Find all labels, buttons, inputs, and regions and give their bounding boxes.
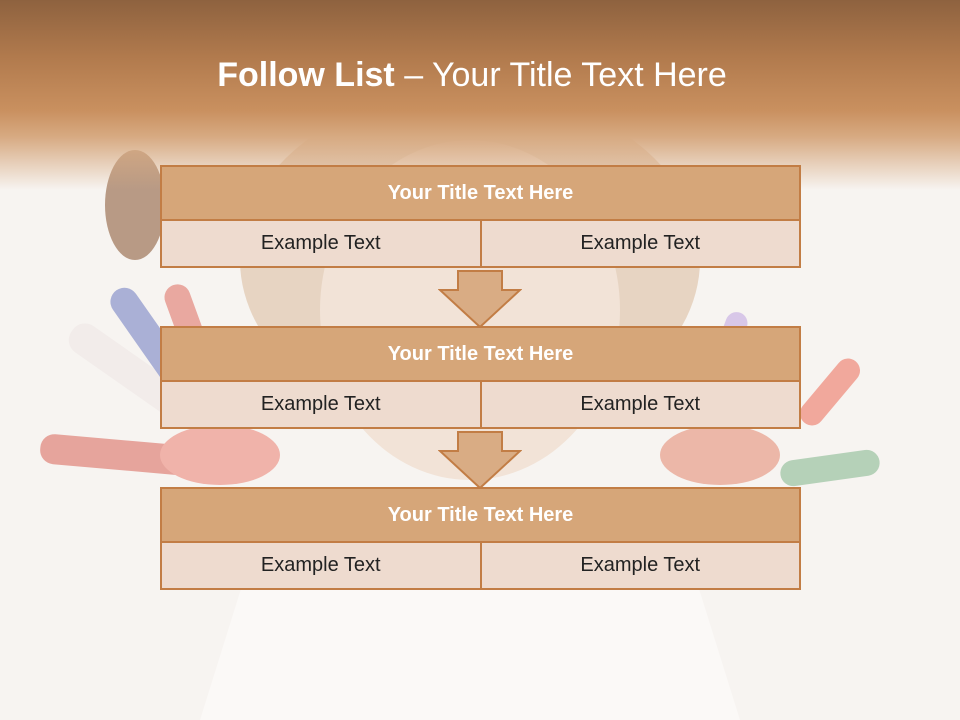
block-cell-left: Example Text [160,541,482,590]
list-block-2: Your Title Text Here Example Text Exampl… [160,326,801,429]
block-title: Your Title Text Here [160,326,801,382]
down-arrow-icon [438,431,522,489]
block-row: Example Text Example Text [160,541,801,590]
block-title: Your Title Text Here [160,165,801,221]
block-cell-right: Example Text [479,219,801,268]
list-block-1: Your Title Text Here Example Text Exampl… [160,165,801,268]
down-arrow-icon [438,270,522,328]
list-block-3: Your Title Text Here Example Text Exampl… [160,487,801,590]
block-cell-right: Example Text [479,380,801,429]
block-cell-right: Example Text [479,541,801,590]
block-row: Example Text Example Text [160,219,801,268]
block-cell-left: Example Text [160,219,482,268]
header-band [0,0,960,190]
block-row: Example Text Example Text [160,380,801,429]
block-title: Your Title Text Here [160,487,801,543]
slide-title: Follow List – Your Title Text Here [0,52,944,98]
slide-title-rest: – Your Title Text Here [394,56,727,94]
slide-title-bold: Follow List [217,56,395,94]
block-cell-left: Example Text [160,380,482,429]
